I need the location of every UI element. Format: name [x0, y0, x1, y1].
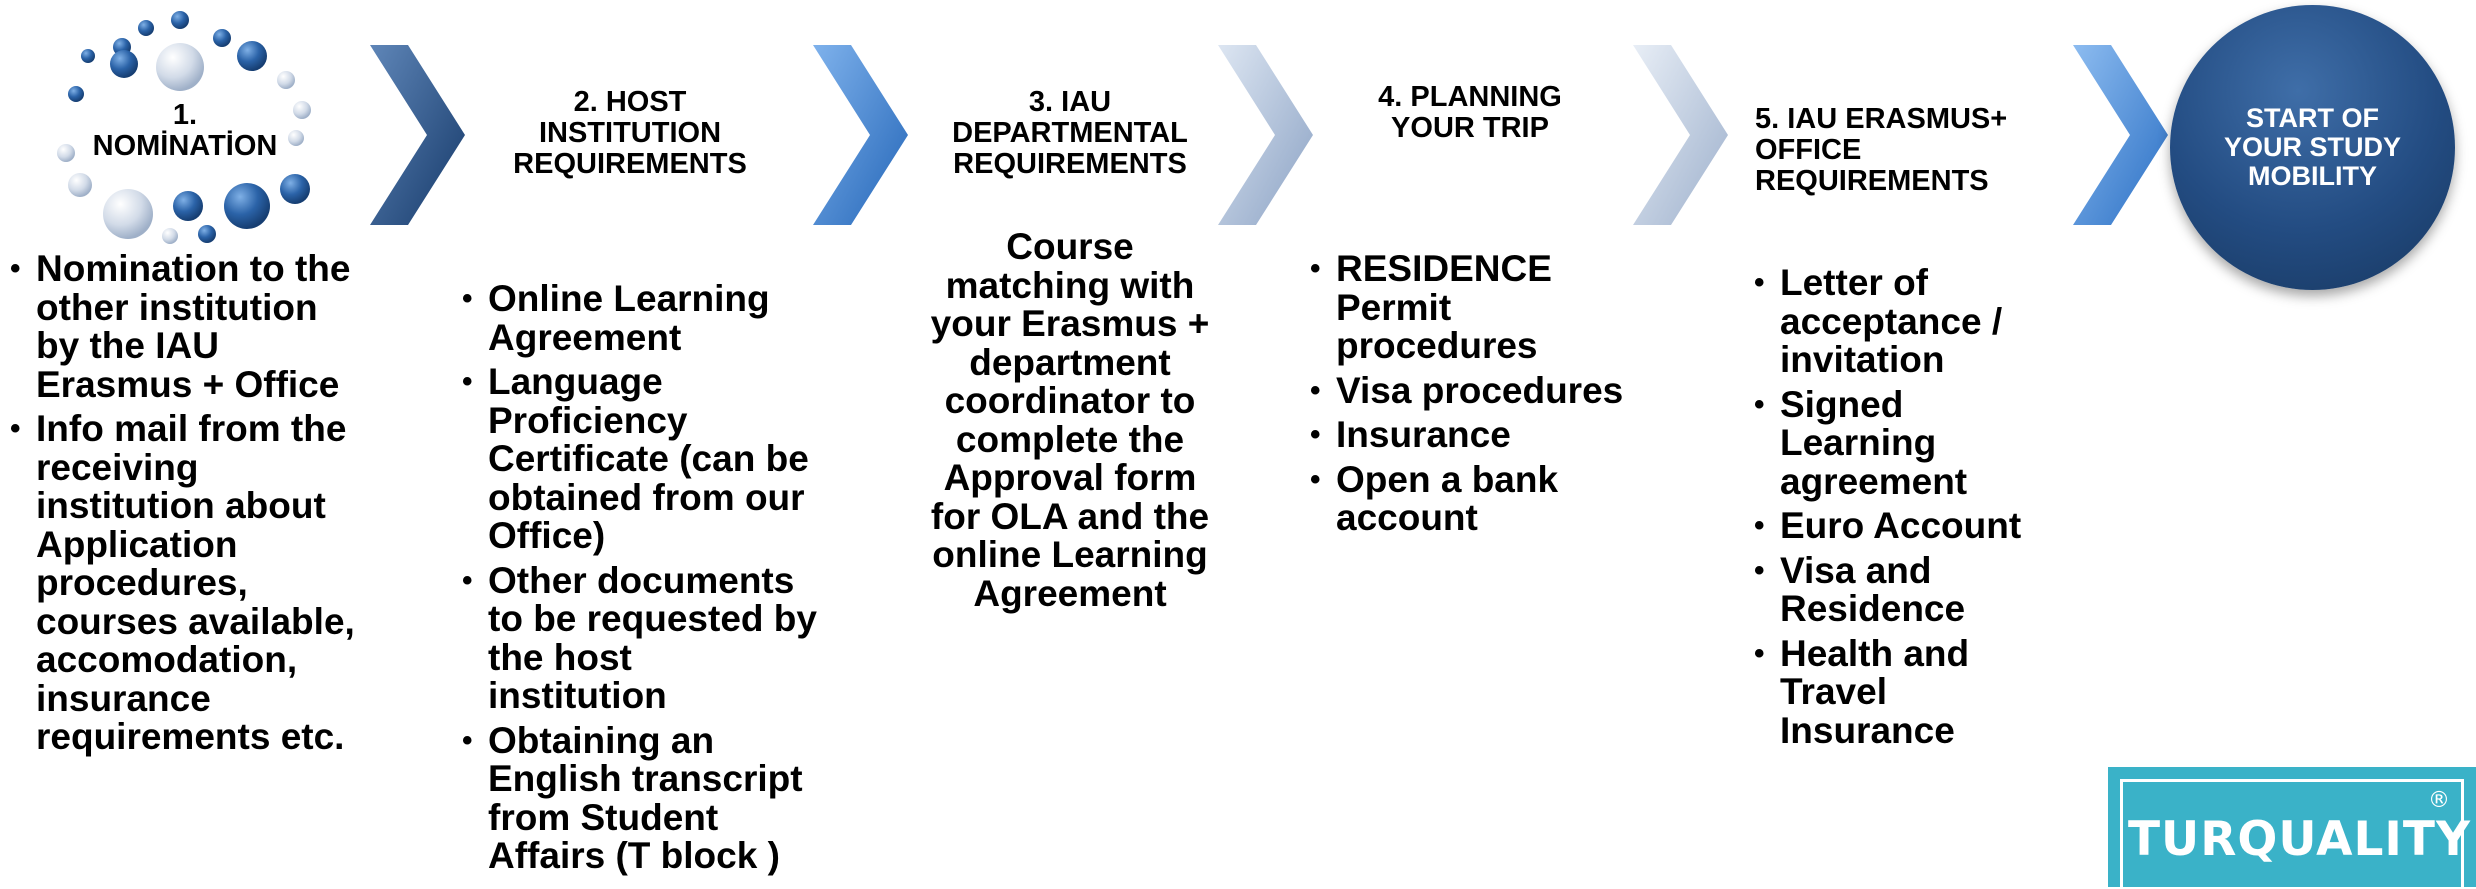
list-item: Obtaining an English transcript from Stu…	[460, 721, 820, 876]
list-item: Insurance	[1308, 415, 1658, 455]
logo-text: TURQUALITY	[2128, 812, 2471, 867]
list-item: Language Proficiency Certificate (can be…	[460, 362, 820, 556]
start-mobility-circle	[2170, 5, 2455, 290]
step-1-list: Nomination to the other institution by t…	[8, 249, 368, 763]
list-item: Open a bank account	[1308, 460, 1658, 538]
step-4-title: 4. PLANNING YOUR TRIP	[1378, 81, 1562, 144]
list-item: Letter of acceptance / invitation	[1752, 263, 2052, 380]
chevron-arrow-icon	[1218, 45, 1313, 225]
list-item: Signed Learning agreement	[1752, 385, 2052, 502]
list-item: Euro Account	[1752, 506, 2052, 546]
list-item: Info mail from the receiving institution…	[8, 409, 368, 757]
chevron-arrow-icon	[813, 45, 908, 225]
step-1-title: 1. NOMİNATİON	[92, 99, 278, 162]
step-2-title: 2. HOST INSTITUTION REQUIREMENTS	[513, 86, 747, 180]
start-mobility-label: START OF YOUR STUDY MOBILITY	[2223, 103, 2402, 191]
step-2-list: Online Learning Agreement Language Profi…	[460, 279, 820, 882]
step-5-title: 5. IAU ERASMUS+ OFFICE REQUIREMENTS	[1755, 103, 2008, 197]
list-item: Visa procedures	[1308, 371, 1658, 411]
list-item: Nomination to the other institution by t…	[8, 249, 368, 404]
bubble-cluster-icon	[57, 11, 311, 244]
turquality-logo	[2108, 767, 2476, 887]
list-item: Other documents to be requested by the h…	[460, 561, 820, 716]
chevron-arrow-icon	[2073, 45, 2168, 225]
list-item: Online Learning Agreement	[460, 279, 820, 357]
list-item: Visa and Residence	[1752, 551, 2052, 629]
step-3-title: 3. IAU DEPARTMENTAL REQUIREMENTS	[952, 86, 1188, 180]
step-3-text: Course matching with your Erasmus + depa…	[930, 226, 1210, 614]
registered-mark: ®	[2428, 788, 2450, 813]
chevron-arrow-icon	[370, 45, 465, 225]
list-item: RESIDENCE Permit procedures	[1308, 249, 1658, 366]
list-item: Health and Travel Insurance	[1752, 634, 2052, 751]
step-5-list: Letter of acceptance / invitation Signed…	[1752, 263, 2052, 756]
logo-frame	[2120, 779, 2464, 889]
chevron-arrow-icon	[1633, 45, 1728, 225]
step-4-list: RESIDENCE Permit procedures Visa procedu…	[1308, 249, 1658, 544]
